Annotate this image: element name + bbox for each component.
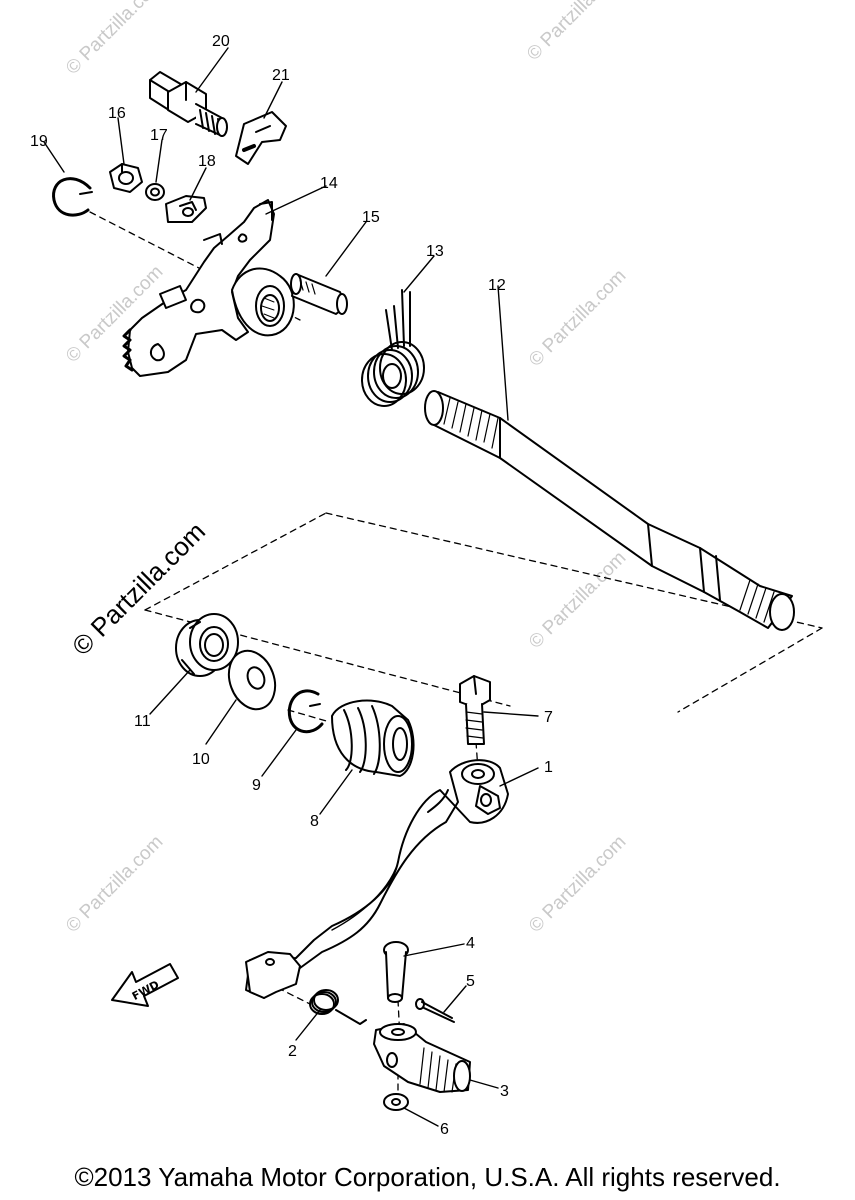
callout-18: 18 — [198, 153, 216, 170]
part-18-plate — [165, 195, 207, 223]
part-4-pin — [383, 941, 409, 1003]
part-9-circlip — [287, 689, 324, 734]
part-17-washer — [145, 183, 165, 201]
callout-5: 5 — [466, 973, 475, 990]
callout-6: 6 — [440, 1121, 449, 1138]
part-3-pedal-tip — [373, 1023, 471, 1093]
callout-1: 1 — [544, 759, 553, 776]
callout-19: 19 — [30, 133, 48, 150]
callout-11: 11 — [134, 713, 151, 730]
callout-14: 14 — [320, 175, 338, 192]
part-1-shift-pedal — [245, 759, 509, 999]
part-5-cotter-pin — [415, 998, 455, 1023]
part-7-bolt — [459, 675, 491, 745]
part-15-pin — [290, 273, 348, 315]
part-11-oil-seal — [175, 613, 239, 677]
callout-21: 21 — [272, 67, 290, 84]
callout-9: 9 — [252, 777, 261, 794]
part-12-shift-shaft — [424, 390, 795, 631]
part-14-shift-arm — [122, 199, 295, 377]
callout-2: 2 — [288, 1043, 297, 1060]
part-10-washer — [227, 649, 277, 711]
part-16-nut — [109, 163, 143, 193]
leader-lines — [43, 47, 539, 1127]
part-13-spring — [361, 289, 425, 407]
copyright-notice: ©2013 Yamaha Motor Corporation, U.S.A. A… — [74, 1162, 781, 1192]
callout-7: 7 — [544, 709, 553, 726]
part-6-washer — [383, 1093, 409, 1111]
callout-4: 4 — [466, 935, 475, 952]
part-19-circlip — [52, 177, 93, 217]
callout-10: 10 — [192, 751, 210, 768]
callout-3: 3 — [500, 1083, 509, 1100]
callout-13: 13 — [426, 243, 444, 260]
part-2-spring — [309, 989, 367, 1025]
callout-16: 16 — [108, 105, 126, 122]
part-21-clip — [235, 111, 287, 165]
part-8-boot — [331, 699, 415, 777]
callout-12: 12 — [488, 277, 506, 294]
callout-20: 20 — [212, 33, 230, 50]
callout-15: 15 — [362, 209, 380, 226]
fwd-arrow-icon — [111, 963, 179, 1007]
callout-17: 17 — [150, 127, 168, 144]
callout-8: 8 — [310, 813, 319, 830]
